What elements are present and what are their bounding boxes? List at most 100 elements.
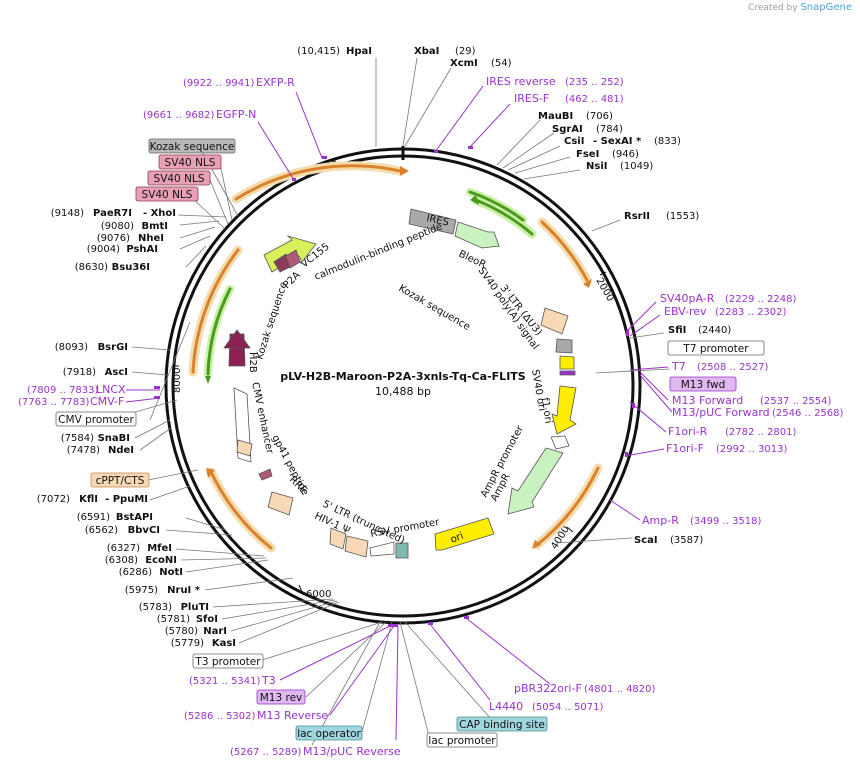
enzyme-label: NdeI [108,445,134,456]
primer-label: pBR322ori-F [514,682,582,695]
primer-line [629,366,669,371]
enzyme-position: (7478) [67,445,100,456]
leader-line [139,427,172,451]
inner-label: f1 ori [539,397,554,424]
primer-line [639,371,669,401]
enzyme-label: HpaI [346,46,372,57]
leader-line [179,220,220,226]
tick-mark [298,584,303,593]
enzyme-label: EcoNI [145,555,177,566]
plasmid-name: pLV-H2B-Maroon-P2A-3xnls-Tq-Ca-FLITS [280,370,526,383]
primer-range: (9661 .. 9682) [143,110,215,121]
primer-range: (7763 .. 7783) [18,397,90,408]
leader-line [165,529,233,536]
enzyme-label: PaeR7I [93,208,132,219]
primer-range: (5321 .. 5341) [189,676,261,687]
enzyme-label: ScaI [634,535,658,546]
box-label: Kozak sequence [150,141,235,153]
enzyme-position: (784) [596,124,623,135]
box-label: cPPT/CTS [96,475,145,487]
cmv-feature [236,439,253,457]
enzyme-position: (9004) [87,244,120,255]
box-label: SV40 NLS [142,189,193,201]
primer-label: EBV-rev [664,305,707,318]
leader-line [404,67,452,147]
primer-line [395,625,399,741]
f1-ori-arrow [551,385,577,435]
nls-box [147,170,211,186]
box-label: CMV promoter [58,414,134,426]
primer-label: M13 Reverse [257,709,328,722]
enzyme-label: BstAPI [116,512,153,523]
leader-line [185,245,207,268]
enzyme-label: Bsu36I [112,262,150,273]
cppt-box [90,472,150,488]
primer-label: F1ori-F [666,442,704,455]
enzyme-position: (5783) [139,602,172,613]
leader-line [238,601,340,644]
enzyme-position: (8093) [55,342,88,353]
cap-site-box [456,716,548,732]
tick-mark [599,271,607,276]
enzyme-label: NsiI [586,161,607,172]
primer-mark [632,403,635,408]
enzyme-label: - XhoI [143,208,176,219]
primer-range: (5054 .. 5071) [532,702,604,713]
primer-line [465,617,551,685]
orange-feature-arrow [209,470,273,550]
enzyme-position: (1553) [666,211,699,222]
primer-mark [388,624,398,627]
enzyme-label: XbaI [414,46,439,57]
promoter-strip [559,370,576,376]
tick-mark [566,526,574,533]
m13-rev-box [256,689,306,705]
ires-feature [408,208,457,235]
primer-range: (462 .. 481) [565,94,624,105]
enzyme-position: (7072) [37,494,70,505]
primer-mark [626,330,629,336]
enzyme-label: NotI [159,567,183,578]
box-label: SV40 NLS [154,173,205,185]
enzyme-label: MfeI [147,543,172,554]
enzyme-label: MauBI [538,111,573,122]
enzyme-label: BsrGI [98,342,128,353]
green-feature-arrow [468,190,525,222]
enzyme-position: (6327) [107,543,140,554]
leader-line [404,621,493,721]
enzyme-label: AscI [105,367,128,378]
primer-label: EXFP-R [256,76,295,89]
primer-label: M13/pUC Forward [672,406,770,419]
enzyme-position: (1049) [620,161,653,172]
rsv-promoter-strip [395,542,409,559]
arrowhead [205,376,211,384]
leader-line [204,577,294,591]
enzyme-position: (833) [654,136,681,147]
primer-range: (2546 .. 2568) [772,408,844,419]
h2b-arrowhead [223,329,251,349]
enzyme-position: (7918) [63,367,96,378]
orange-feature-arrow [540,220,589,282]
kozak-box [148,138,236,154]
leader-line [189,195,226,230]
primer-line [257,121,295,181]
primer-line [609,499,641,521]
primer-label: Amp-R [642,514,679,527]
inner-label: CMV enhancer [249,381,275,455]
enzyme-position: (2440) [698,325,731,336]
credit-brand: SnapGene [800,2,852,13]
enzyme-label: NheI [138,233,164,244]
leader-line [361,621,393,733]
leader-line [507,145,561,171]
box-label: M13 rev [260,692,303,704]
primer-line [434,85,484,153]
green-feature-arrow [474,198,534,236]
primer-mark [464,616,469,619]
enzyme-label: PluTI [181,602,209,613]
enzyme-position: (5781) [157,614,190,625]
tick-label: 8000 [172,368,183,393]
primer-range: (2537 .. 2554) [760,396,832,407]
enzyme-position: (29) [455,46,476,57]
enzyme-position: (6286) [119,567,152,578]
enzyme-label: SfiI [668,325,686,336]
